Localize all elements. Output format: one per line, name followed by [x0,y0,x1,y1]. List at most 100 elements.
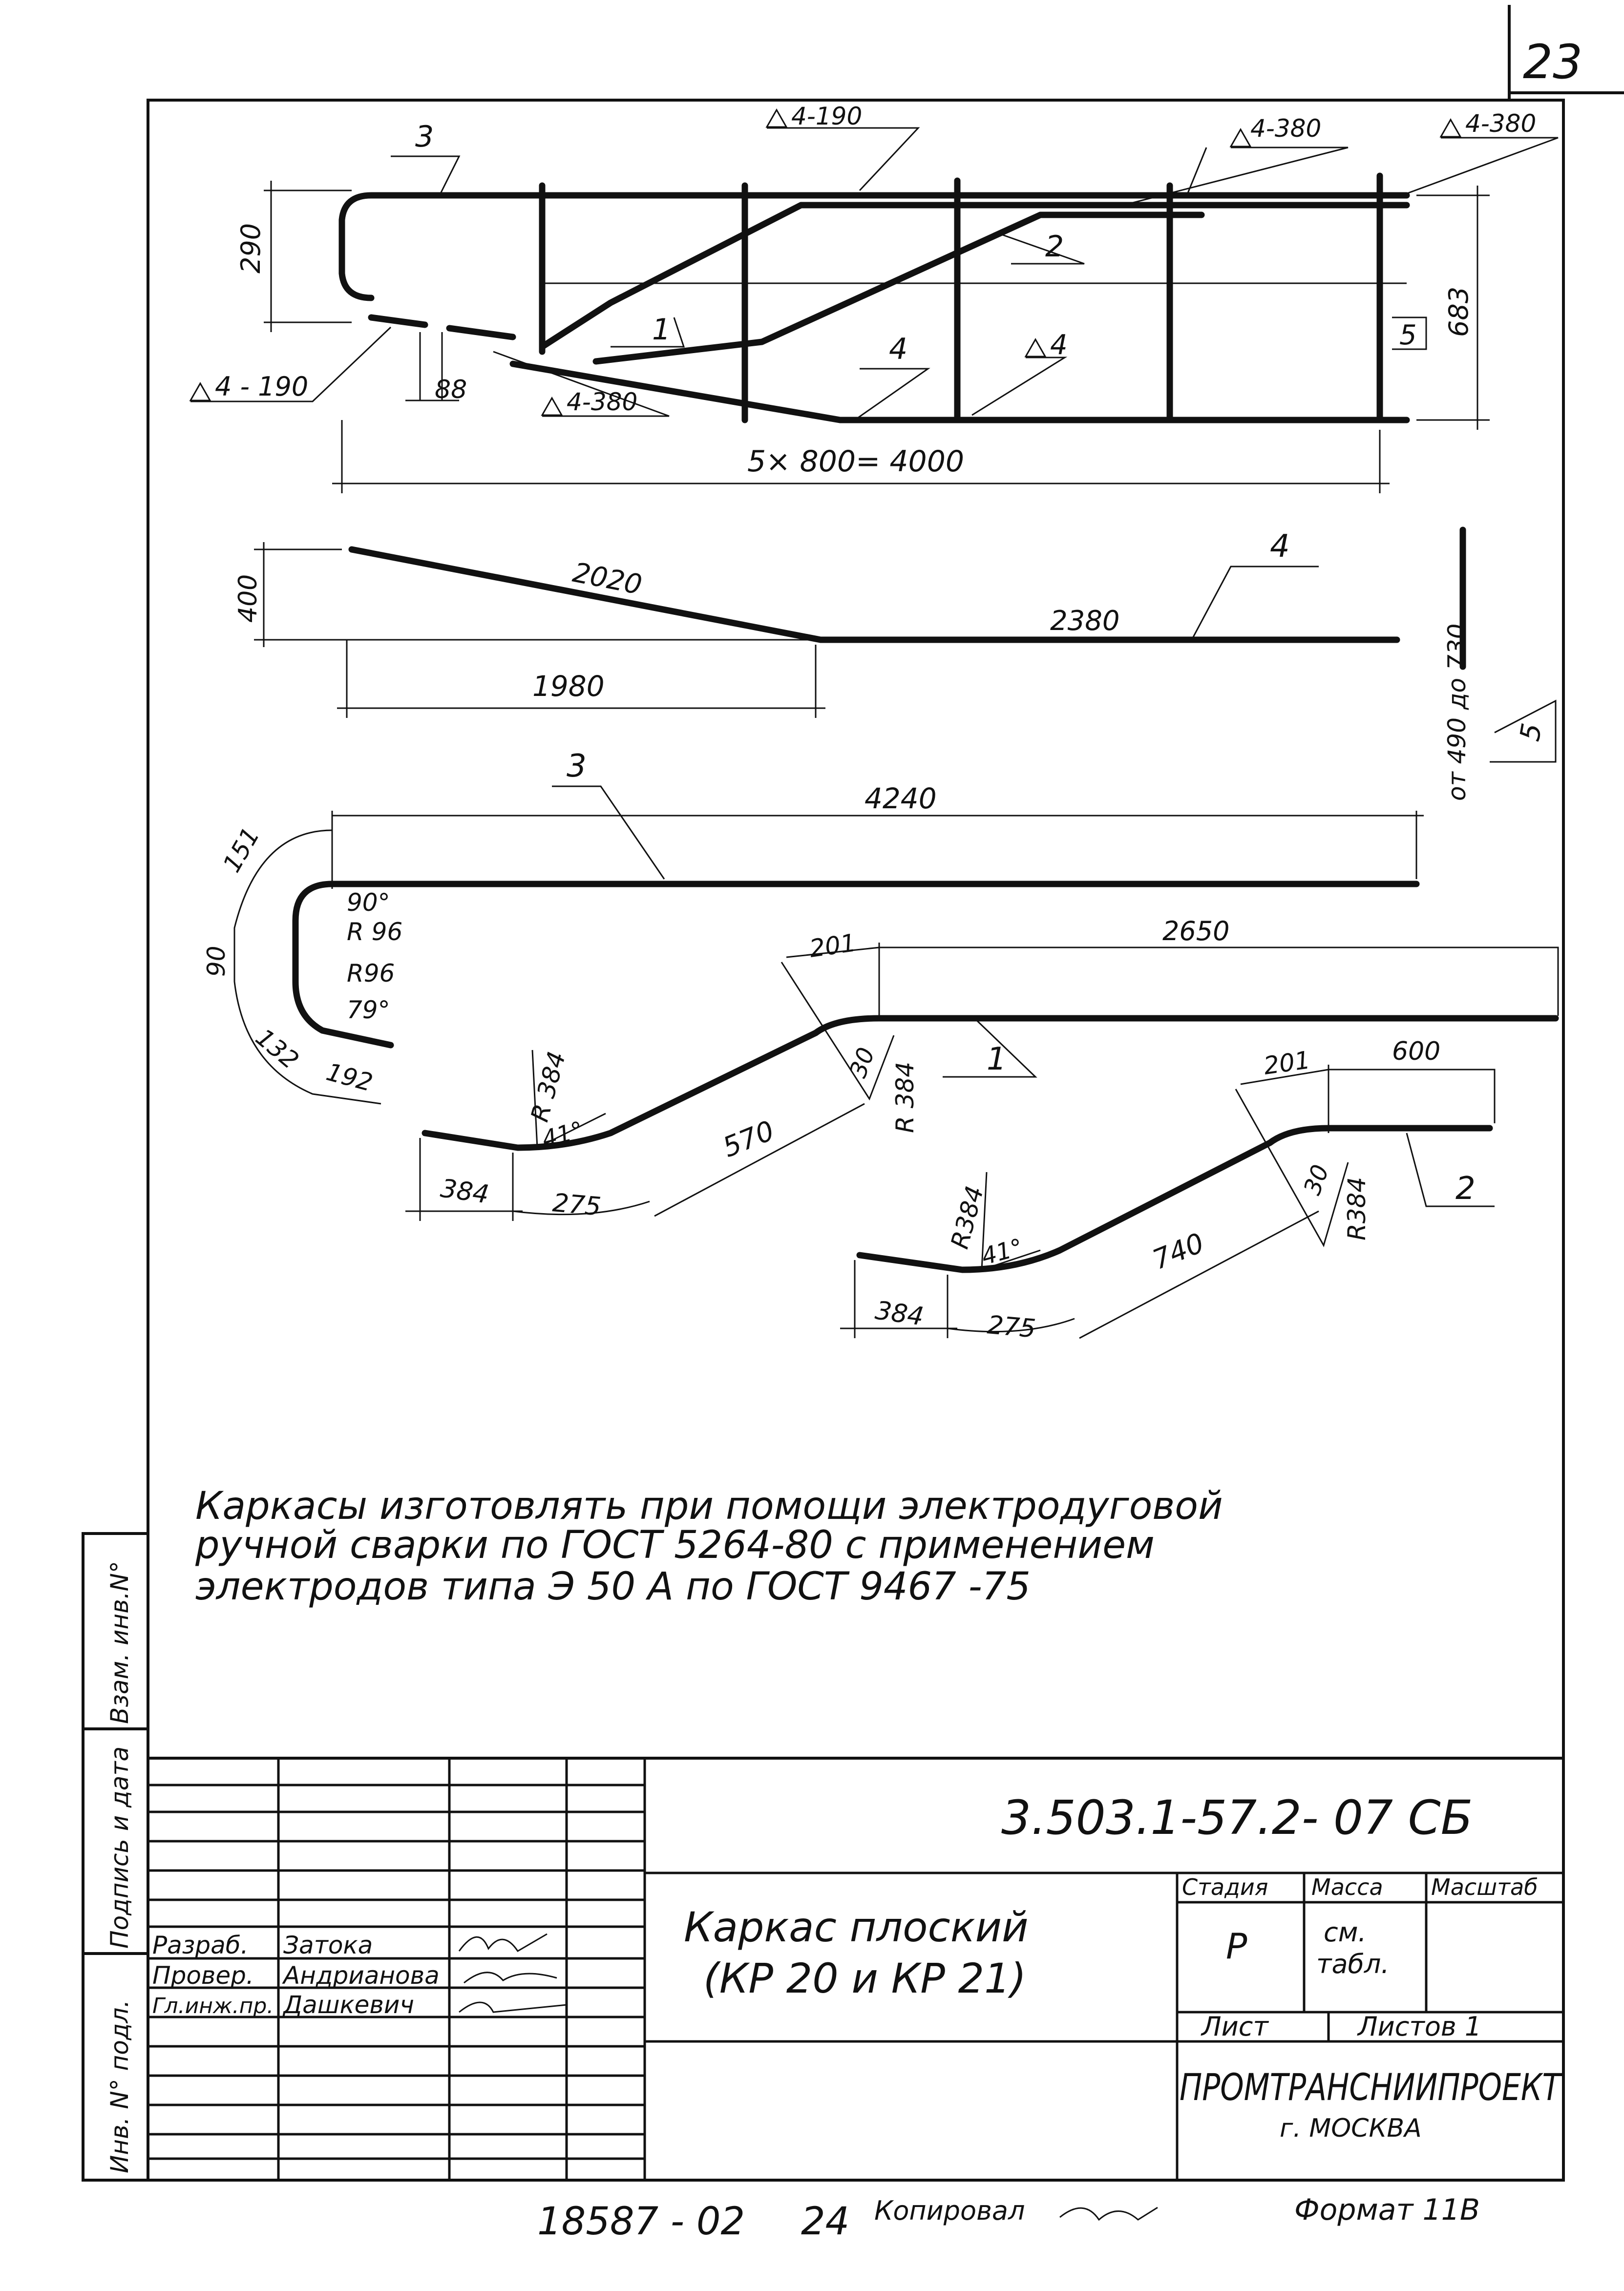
bar-2-top-radius-lines [1235,1089,1349,1247]
bar-2-shape [856,1125,1493,1273]
stage-value: Р [1226,1926,1247,1967]
footer-page: 24 [801,2200,849,2244]
elevation-mark-4: 4 [889,332,907,366]
dim-384-lines [405,1138,523,1221]
weld-bottom-4: 4 [1050,329,1068,361]
dim-683: 683 [1443,287,1474,337]
bar-4-dim-400: 400 [233,574,263,623]
elevation-lap-mid [446,325,516,340]
dim-600-lines [1328,1065,1496,1133]
bar-2-left-radius-lines [981,1172,1041,1271]
elevation-lap-left [368,314,428,328]
bar-5-detail: от 490 до 730 5 [1443,526,1557,801]
dim-570-line [654,1103,865,1217]
elevation-mark-5: 5 [1399,319,1417,351]
sheets-label: Листов 1 [1357,2011,1481,2042]
title-line-1: Каркас плоский [684,1903,1029,1951]
side-stamp-inventory: Инв. N° подл. [105,2000,134,2173]
note-line-1: Каркасы изготовлять при помощи электроду… [195,1484,1223,1528]
elevation-bar-3 [338,192,1410,301]
bar-1-angle-30: 30 [844,1044,881,1082]
side-stamp-replace: Взам. инв.N° [105,1561,134,1724]
title-block: 3.503.1-57.2- 07 СБ Каркас плоский (КР 2… [148,1757,1563,2180]
weld-left-190: 4 - 190 [215,371,308,402]
bar-4-shape [348,546,1400,643]
mass-value-1: см. [1324,1917,1367,1948]
col-scale: Масштаб [1431,1874,1538,1900]
box-mark-5 [1392,316,1427,350]
bar-2-dim-275: 275 [986,1310,1037,1344]
bar-3-angle-79: 79° [347,996,390,1024]
leader-bar-2 [1406,1133,1495,1207]
bar-1-dim-570: 570 [718,1115,779,1164]
dim-275-line [512,1200,650,1216]
bar-1-dim-384: 384 [439,1174,491,1209]
elevation-mark-3: 3 [415,120,434,154]
leader-mark-4 [854,368,930,421]
col-mass: Масса [1311,1874,1383,1900]
bar-2-dim-201: 201 [1262,1046,1312,1080]
leader-bar-3 [552,785,665,880]
dim-683-lines [1416,186,1490,430]
bar-1-top-radius-lines [780,962,895,1101]
weld-left-190-symbol [189,326,392,402]
bar-2-dim-740: 740 [1148,1227,1208,1276]
role-3: Гл.инж.пр. [152,1994,274,2018]
leader-mark-3 [391,155,461,196]
weld-top-190-symbol [765,108,920,191]
sheet-label: Лист [1201,2011,1269,2042]
bar-1-r384-top: R 384 [891,1062,919,1133]
signature-grid-cols [277,1758,646,2180]
elevation-bar-4 [509,360,1410,423]
sheet-number-box [1508,5,1624,100]
leader-bar-1 [943,1015,1037,1078]
weld-bottom-380-symbol [493,351,670,417]
title-line-2: (КР 20 и КР 21) [703,1955,1026,2002]
footer: 18587 - 02 24 Копировал Формат 11В [537,2193,1480,2244]
dim-275b-line [947,1318,1075,1333]
bar-4-mark: 4 [1270,528,1290,565]
dim-span-lines [332,420,1390,493]
weld-top-380-b: 4-380 [1465,109,1536,138]
bar-1-shape [422,1015,1559,1151]
org-city: г. МОСКВА [1280,2114,1422,2143]
footer-copied: Копировал [874,2195,1025,2226]
frame-elevation: 290 683 88 5× 800= 4000 3 2 1 4 5 4-190 … [189,102,1559,493]
side-stamp-frame [82,1532,149,2182]
name-2: Андрианова [282,1961,440,1990]
bar-3-dim-151: 151 [217,822,265,877]
bar-2-dim-384: 384 [873,1296,926,1331]
leader-mark-1 [611,317,685,348]
dim-88-lines [405,332,459,401]
title-block-grid [645,1871,1563,2180]
note-line-2: ручной сварки по ГОСТ 5264-80 с применен… [195,1523,1155,1567]
sheet-number: 23 [1523,35,1582,89]
bar-2-r384-top: R384 [1343,1177,1371,1240]
bar-4-dim-2380: 2380 [1050,605,1120,637]
bar-2-angle-30: 30 [1299,1161,1335,1199]
weld-bottom-4-symbol [971,337,1068,416]
bar-3-detail: 4240 3 151 90° R 96 90 R96 79° 132 192 [202,748,1424,1105]
dim-740-line [1079,1210,1319,1339]
bar-5-mark-box [1490,699,1557,763]
weld-top-190: 4-190 [791,102,862,130]
bar-3-dim-4240: 4240 [865,782,937,815]
dim-384b-lines [840,1260,957,1338]
bar-3-mark: 3 [567,748,587,784]
bar-1-dim-275: 275 [551,1188,602,1221]
general-note: Каркасы изготовлять при помощи электроду… [195,1484,1223,1609]
bar-1-left-radius-lines [531,1050,606,1149]
bar-2-mark: 2 [1455,1171,1476,1207]
leader-bar-4 [1191,566,1319,640]
weld-top-380-symbol [1123,127,1349,206]
bar-3-dim-90: 90 [202,946,231,977]
elevation-mark-2: 2 [1045,230,1064,264]
bar-2-dim-600: 600 [1392,1037,1440,1066]
role-2: Провер. [152,1961,254,1990]
bar-3-r96-b: R96 [347,959,395,988]
org-name: ПРОМТРАНСНИИПРОЕКТ [1180,2065,1562,2109]
elevation-bar-1 [539,202,1410,350]
bar-3-r96-a: R 96 [347,918,402,946]
bar-3-shape [292,881,1420,1049]
